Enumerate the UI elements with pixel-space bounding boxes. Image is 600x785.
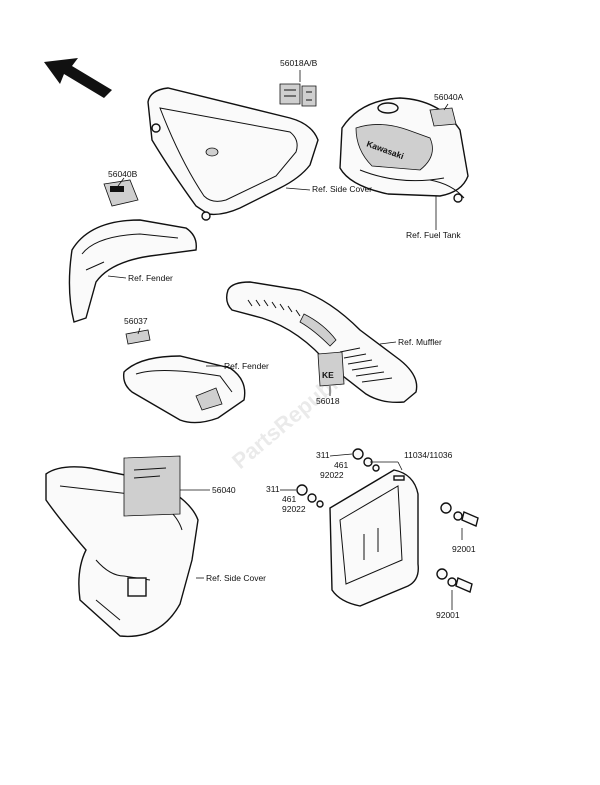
decal-56040	[123, 455, 181, 517]
label-311-a: 311	[316, 450, 330, 460]
muffler-slots	[247, 299, 393, 383]
bolt-upper	[440, 502, 479, 527]
label-56040: 56040	[212, 485, 236, 495]
front-arrow-icon	[44, 58, 112, 98]
label-92001-b: 92001	[436, 610, 460, 620]
label-11034: 11034/11036	[404, 450, 453, 460]
fender-front	[122, 355, 246, 424]
label-ref-side-cover-bot: Ref. Side Cover	[206, 573, 266, 583]
decal-56018ab	[279, 83, 317, 107]
hardware-lower	[296, 484, 324, 508]
hardware-upper	[352, 448, 380, 472]
label-56018: 56018	[316, 396, 340, 406]
decal-56040b	[103, 179, 139, 207]
label-92022-a: 92022	[320, 470, 344, 480]
label-ref-muffler: Ref. Muffler	[398, 337, 442, 347]
decal-56037	[125, 329, 151, 345]
label-ref-fender-top: Ref. Fender	[128, 273, 173, 283]
label-56018ab: 56018A/B	[280, 58, 318, 68]
decal-56018: KE	[317, 351, 345, 387]
fender-rear	[68, 219, 197, 323]
leader-lines	[107, 70, 463, 610]
label-56037: 56037	[124, 316, 148, 326]
label-461-a: 461	[334, 460, 348, 470]
muffler	[225, 281, 418, 404]
label-56040b: 56040B	[108, 169, 138, 179]
side-decal-text: KE	[322, 370, 334, 380]
decal-56040a	[429, 107, 457, 127]
label-56040a: 56040A	[434, 92, 464, 102]
label-461-b: 461	[282, 494, 296, 504]
label-ref-side-cover-top: Ref. Side Cover	[312, 184, 372, 194]
label-ref-fender-mid: Ref. Fender	[224, 361, 269, 371]
label-ref-fuel-tank: Ref. Fuel Tank	[406, 230, 461, 240]
label-92001-a: 92001	[452, 544, 476, 554]
bolt-lower	[436, 568, 473, 593]
label-92022-b: 92022	[282, 504, 306, 514]
side-cover-upper	[147, 87, 319, 221]
license-bracket	[329, 469, 419, 607]
label-311-b: 311	[266, 484, 280, 494]
